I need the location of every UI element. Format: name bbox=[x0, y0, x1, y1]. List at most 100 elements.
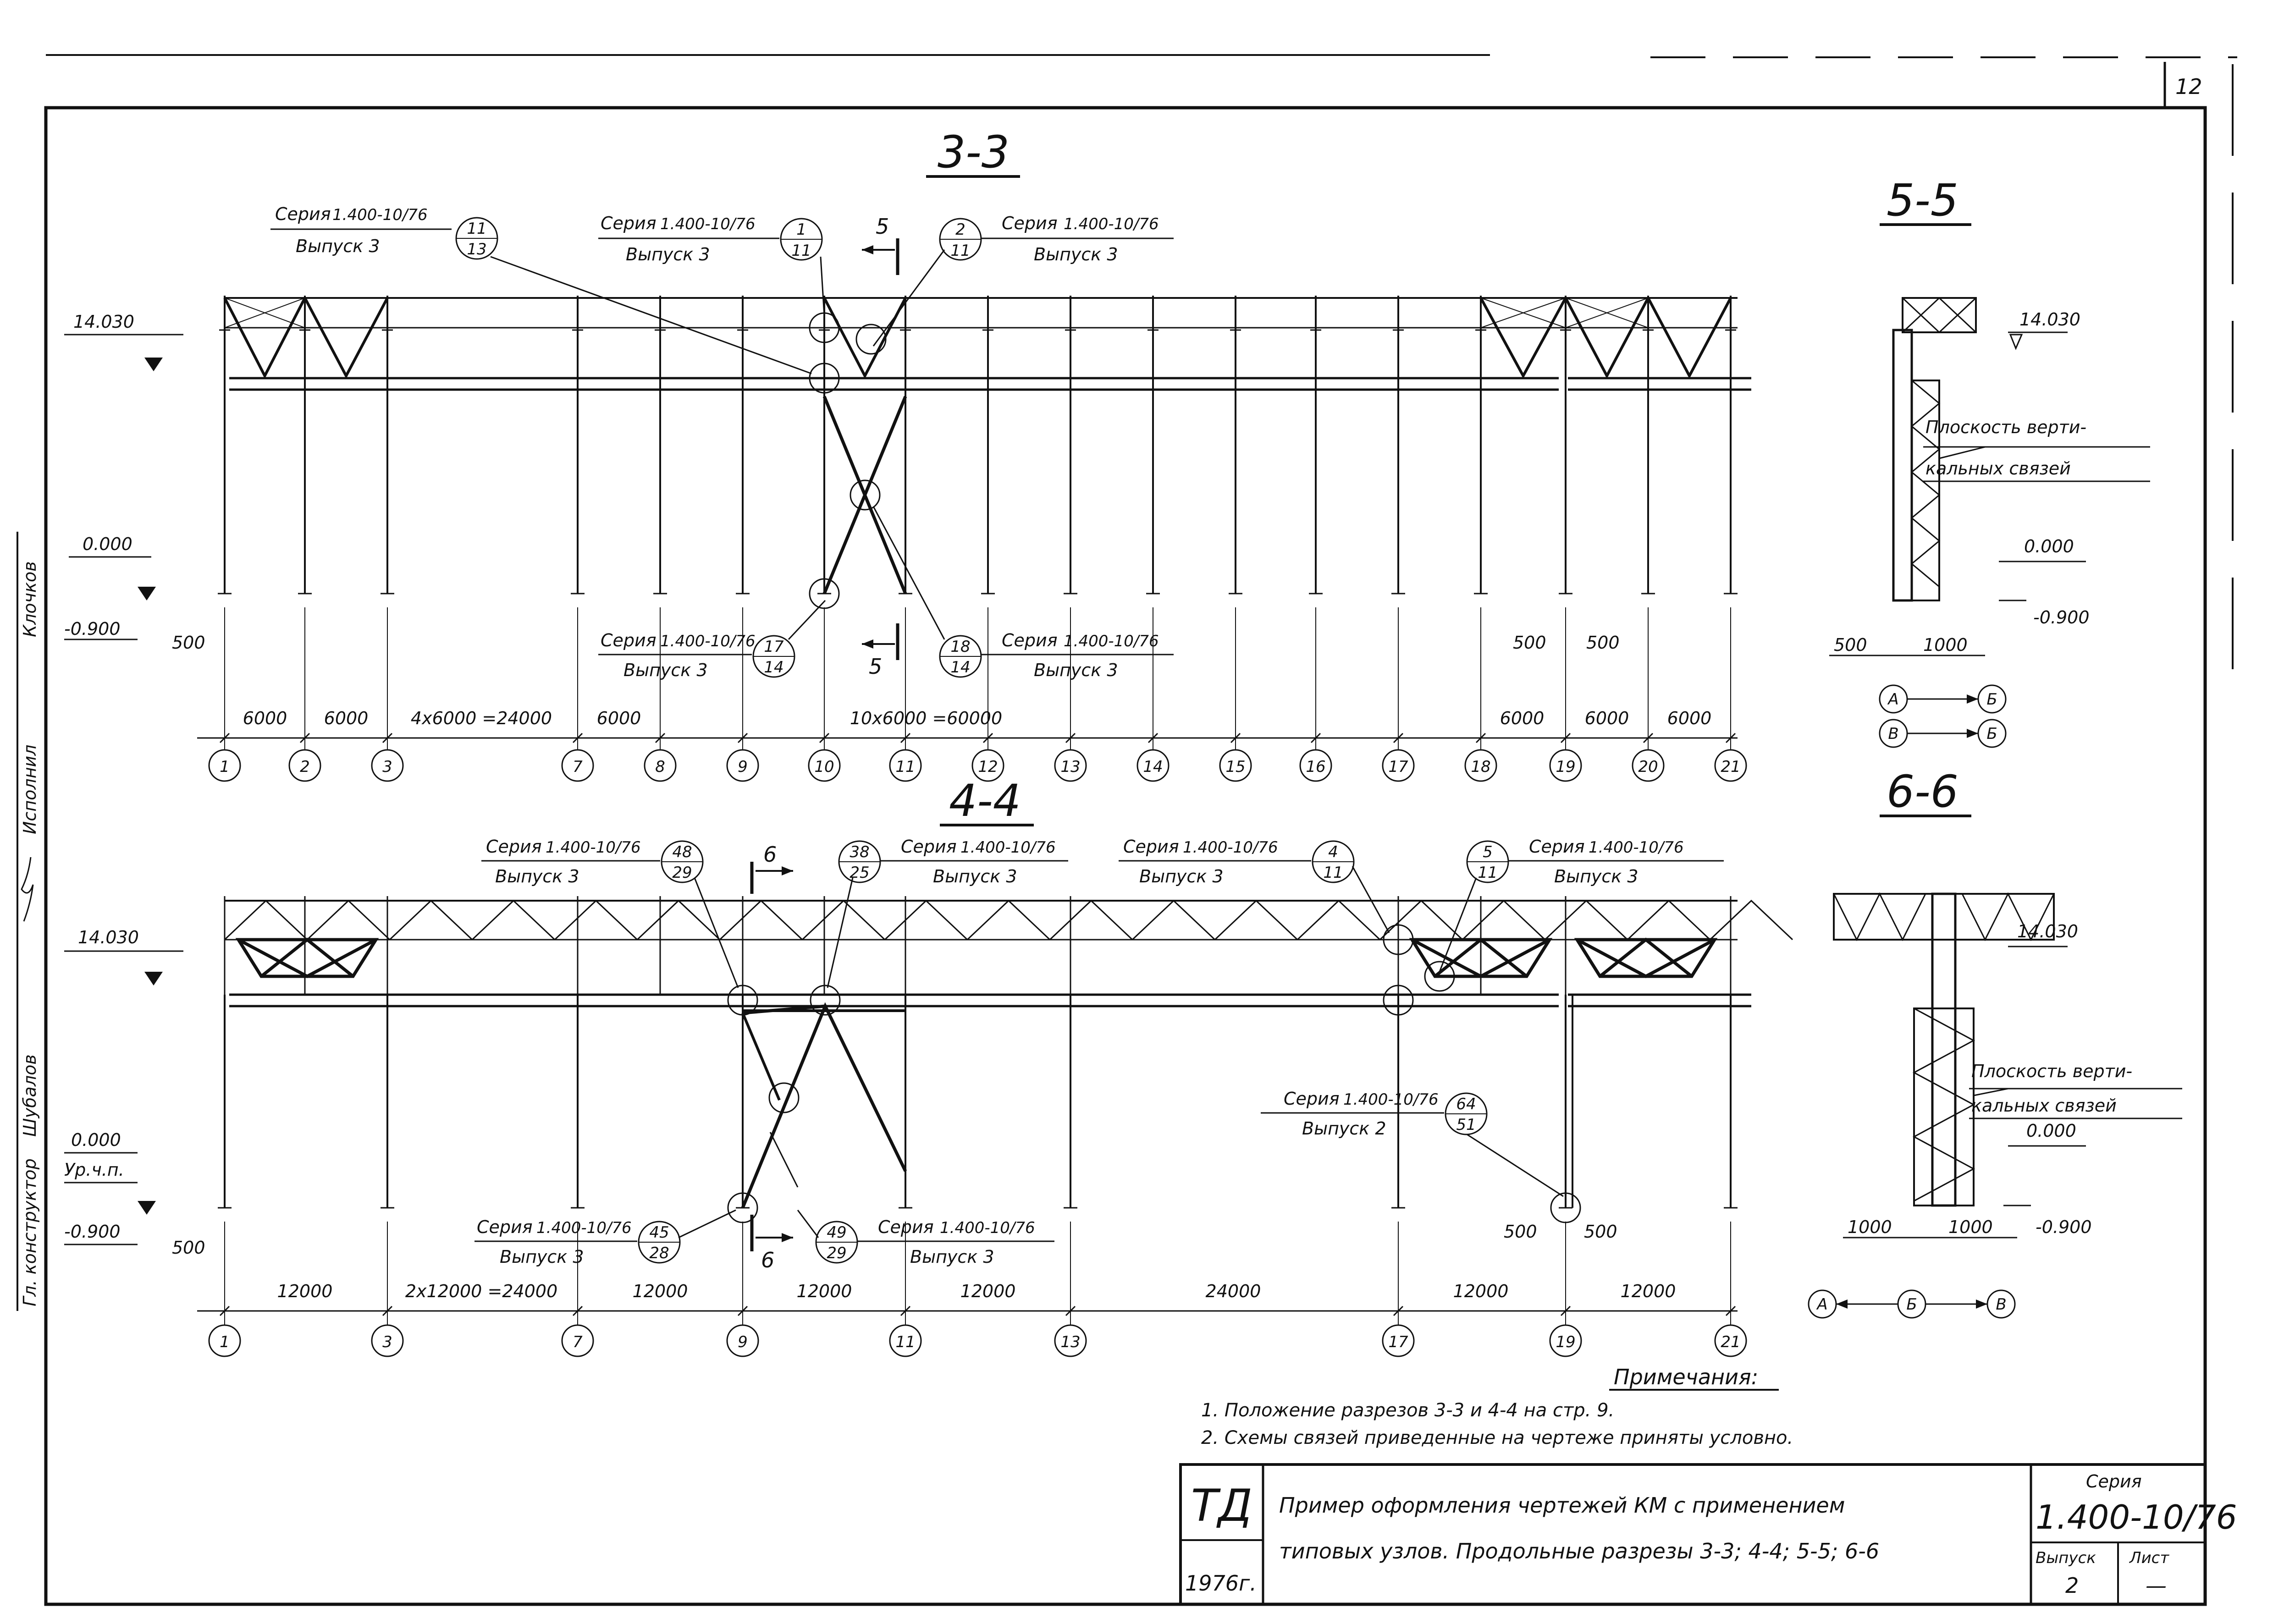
legend-arrowhead bbox=[1967, 729, 1978, 738]
roof-truss-web bbox=[1627, 899, 1711, 941]
callout-top: 17 bbox=[764, 638, 784, 656]
callout-bottom: 29 bbox=[827, 1244, 846, 1262]
roof-cross bbox=[1480, 297, 1566, 328]
callout-top: 11 bbox=[467, 220, 486, 238]
title-block-frame bbox=[1179, 1463, 2207, 1606]
executor-name: Клочков bbox=[20, 561, 40, 637]
dim-tick bbox=[900, 732, 911, 743]
roof-truss-web bbox=[1544, 899, 1628, 941]
callout-top: 5 bbox=[1483, 843, 1493, 861]
callout-series-label: Серия bbox=[275, 204, 331, 224]
bracing-zigzag-6-6 bbox=[1912, 1007, 1975, 1202]
callout-series-code: 1.400-10/76 bbox=[660, 632, 756, 650]
dim-right-500-b: 500 bbox=[1586, 633, 1620, 653]
callout-series-label: Серия bbox=[1529, 837, 1585, 857]
chief-designer-title: Гл. конструктор bbox=[20, 1158, 40, 1306]
axis-label: 9 bbox=[738, 1333, 748, 1351]
bracing-5-5 bbox=[1911, 380, 1940, 601]
notes-title: Примечания: bbox=[1614, 1365, 1758, 1389]
elevation-top: 14.030 bbox=[2017, 921, 2078, 941]
axis-label: 2 bbox=[300, 758, 310, 776]
elevation-top: 14.030 bbox=[78, 927, 139, 947]
side-stamp: Гл. конструктор Шубалов Исполнил Клочков bbox=[17, 532, 40, 1311]
cut-label-top: 6 bbox=[763, 842, 777, 867]
detail-circle bbox=[850, 479, 881, 511]
dim-span: 12000 bbox=[633, 1281, 688, 1301]
dim-tick bbox=[1560, 1305, 1571, 1316]
callout-vypusk: Выпуск 3 bbox=[1034, 244, 1118, 264]
dim-tick bbox=[737, 1305, 748, 1316]
leader-17-14 bbox=[788, 600, 826, 640]
callout-series-code: 1.400-10/76 bbox=[1064, 215, 1159, 233]
dim-tick bbox=[219, 1305, 230, 1316]
dim-span: 6000 bbox=[1667, 708, 1712, 728]
dim-span: 4x6000 =24000 bbox=[411, 708, 552, 728]
detail-circle bbox=[810, 985, 841, 1016]
leader-48-29 bbox=[694, 877, 739, 988]
vertical-x-bracing bbox=[822, 396, 907, 595]
callout-45-28: Серия 1.400-10/76 Выпуск 3 45 28 bbox=[474, 1217, 681, 1267]
axis-bubble bbox=[208, 749, 241, 782]
axis-bubble bbox=[971, 749, 1004, 782]
dim-span: 6000 bbox=[1585, 708, 1629, 728]
callout-bottom: 28 bbox=[649, 1244, 669, 1262]
axis-bubble bbox=[726, 749, 759, 782]
callout-top: 38 bbox=[850, 843, 869, 861]
elevation-top: 14.030 bbox=[73, 312, 134, 332]
axis-bubble bbox=[889, 1324, 922, 1357]
dim-right-500-b: 500 bbox=[1584, 1222, 1617, 1242]
dim-tick bbox=[1230, 732, 1241, 743]
callout-11-13: Серия 1.400-10/76 Выпуск 3 11 13 bbox=[270, 204, 498, 260]
dim-tick bbox=[382, 732, 393, 743]
leader-49-29 bbox=[797, 1210, 819, 1238]
elevation-zero: 0.000 bbox=[2024, 536, 2074, 556]
note-2: 2. Схемы связей приведенные на чертеже п… bbox=[1201, 1427, 1793, 1448]
axis-label: 19 bbox=[1556, 758, 1575, 776]
roof-truss-web bbox=[1131, 899, 1216, 941]
callout-series-code: 1.400-10/76 bbox=[940, 1219, 1035, 1237]
callout-48-29: Серия 1.400-10/76 Выпуск 3 48 29 bbox=[481, 837, 704, 886]
dim-tick bbox=[1393, 732, 1404, 743]
roof-truss-web bbox=[1709, 899, 1793, 941]
sheet-label: Лист bbox=[2129, 1549, 2169, 1567]
plane-line2: кальных связей bbox=[1971, 1096, 2117, 1116]
callout-series-label: Серия bbox=[878, 1217, 934, 1237]
dim-span: 2x12000 =24000 bbox=[405, 1281, 557, 1301]
elevation-neg: -0.900 bbox=[64, 619, 121, 639]
bracing-zigzag-5-5 bbox=[1910, 380, 1941, 588]
callout-vypusk: Выпуск 3 bbox=[1554, 866, 1639, 886]
legend-arrowhead bbox=[1976, 1299, 1987, 1309]
callout-series-label: Серия bbox=[477, 1217, 533, 1237]
dim-tick bbox=[1725, 1305, 1736, 1316]
dim-left-500: 500 bbox=[172, 633, 205, 653]
callout-series-code: 1.400-10/76 bbox=[960, 838, 1056, 857]
roof-truss-web bbox=[636, 899, 721, 941]
roof-truss-web bbox=[224, 899, 308, 941]
cut-arrowhead bbox=[782, 866, 793, 875]
callout-series-label: Серия bbox=[901, 837, 957, 857]
callout-top: 18 bbox=[950, 638, 970, 656]
callout-vypusk: Выпуск 3 bbox=[1139, 866, 1224, 886]
axis-label: 1 bbox=[220, 1333, 230, 1351]
callout-2-11: 2 11 Серия 1.400-10/76 Выпуск 3 bbox=[939, 213, 1174, 264]
dim-tick bbox=[655, 732, 666, 743]
callout-vypusk: Выпуск 3 bbox=[495, 866, 579, 886]
callout-bottom: 51 bbox=[1456, 1116, 1476, 1134]
column-5-5 bbox=[1892, 329, 1913, 602]
callout-bottom: 13 bbox=[467, 240, 486, 259]
portal-dash bbox=[769, 1132, 799, 1188]
callout-top: 45 bbox=[649, 1223, 669, 1242]
dim-tick bbox=[1065, 1305, 1076, 1316]
detail-circle bbox=[809, 363, 840, 394]
axis-label: 21 bbox=[1721, 1333, 1740, 1351]
cut-label-bottom: 6 bbox=[761, 1248, 774, 1272]
detail-circle bbox=[1550, 1192, 1581, 1223]
roof-truss-web bbox=[1049, 899, 1133, 941]
title-line2: типовых узлов. Продольные разрезы 3-3; 4… bbox=[1279, 1539, 1879, 1563]
dim-right-500-a: 500 bbox=[1513, 633, 1546, 653]
callout-bottom: 25 bbox=[850, 864, 869, 882]
axis-bubble bbox=[288, 749, 321, 782]
axis-label: 15 bbox=[1225, 758, 1245, 776]
year: 1976г. bbox=[1185, 1571, 1257, 1596]
